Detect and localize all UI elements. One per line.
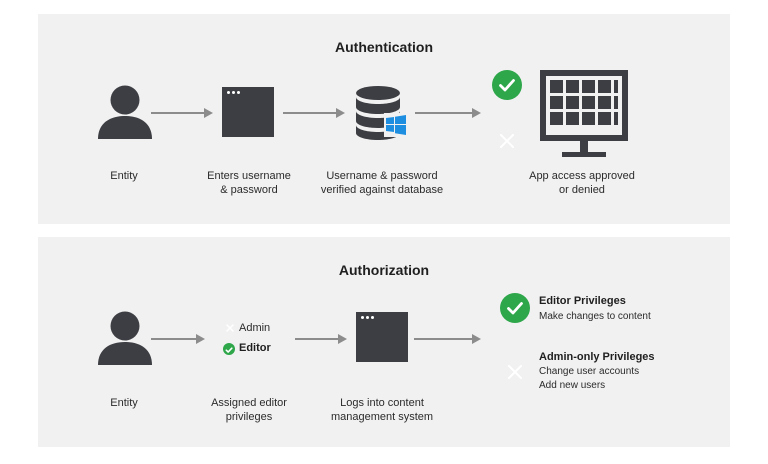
entity-label: Entity [110, 170, 138, 182]
entity-label: Entity [110, 397, 138, 409]
person-icon [98, 311, 152, 365]
authorization-title: Authorization [338, 262, 430, 278]
verified-label: Username & password verified against dat… [320, 170, 444, 196]
authorization-panel: Authorization Entity Admin Editor Assign… [38, 237, 730, 447]
authentication-title: Authentication [335, 39, 433, 55]
assigned-privileges-label: Assigned editor privileges [211, 397, 287, 423]
arrow-icon [414, 334, 481, 344]
browser-window-icon [222, 87, 274, 137]
editor-privileges-title: Editor Privileges [539, 295, 626, 307]
role-admin: Admin [239, 322, 271, 334]
arrow-icon [151, 108, 213, 118]
access-approved-label: App access approved or denied [529, 170, 635, 196]
arrow-icon [283, 108, 345, 118]
windows-logo-icon [386, 115, 406, 135]
arrow-icon [415, 108, 481, 118]
admin-privileges-detail: Change user accounts [539, 366, 640, 377]
authentication-panel: Authentication Entity Enters username & … [38, 14, 730, 224]
logs-into-cms-label: Logs into content management system [330, 397, 434, 423]
admin-privileges-title: Admin-only Privileges [539, 351, 655, 363]
arrow-icon [151, 334, 205, 344]
check-icon [492, 70, 522, 100]
monitor-grid-icon [540, 70, 628, 157]
x-icon [508, 365, 522, 379]
editor-privileges-detail: Make changes to content [539, 311, 651, 322]
x-icon [500, 134, 514, 148]
role-editor: Editor [239, 342, 271, 354]
x-icon [226, 324, 234, 332]
check-icon [223, 343, 235, 355]
enters-credentials-label: Enters username & password [207, 170, 291, 196]
check-icon [500, 293, 530, 323]
admin-privileges-detail: Add new users [539, 380, 606, 391]
arrow-icon [295, 334, 347, 344]
browser-window-icon [356, 312, 408, 362]
person-icon [98, 85, 152, 139]
